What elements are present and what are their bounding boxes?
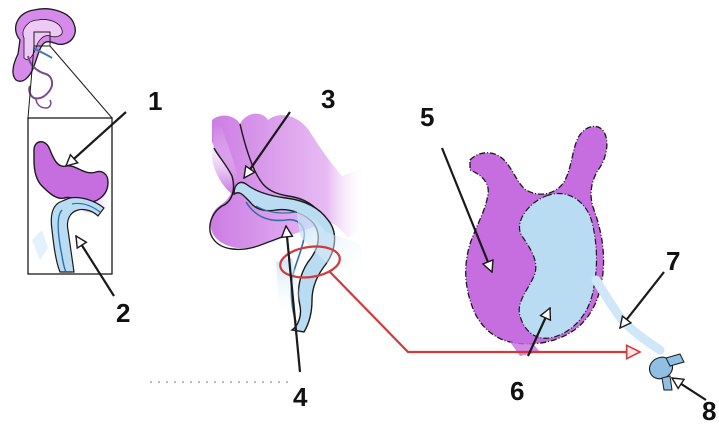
label-2: 2 bbox=[116, 300, 130, 326]
label-4: 4 bbox=[293, 384, 307, 410]
gland-right bbox=[466, 126, 660, 356]
pointer-arrow-7 bbox=[620, 272, 664, 328]
label-7: 7 bbox=[666, 248, 680, 274]
pointer-arrow-8 bbox=[672, 378, 706, 400]
embryo-thumbnail bbox=[13, 9, 75, 108]
label-8: 8 bbox=[702, 398, 716, 424]
pouch-middle bbox=[210, 114, 366, 332]
label-1: 1 bbox=[148, 88, 162, 114]
label-3: 3 bbox=[321, 86, 335, 112]
duct-structure bbox=[649, 354, 684, 390]
label-6: 6 bbox=[510, 378, 524, 404]
label-5: 5 bbox=[420, 104, 434, 130]
zoom-line-right bbox=[50, 46, 112, 118]
